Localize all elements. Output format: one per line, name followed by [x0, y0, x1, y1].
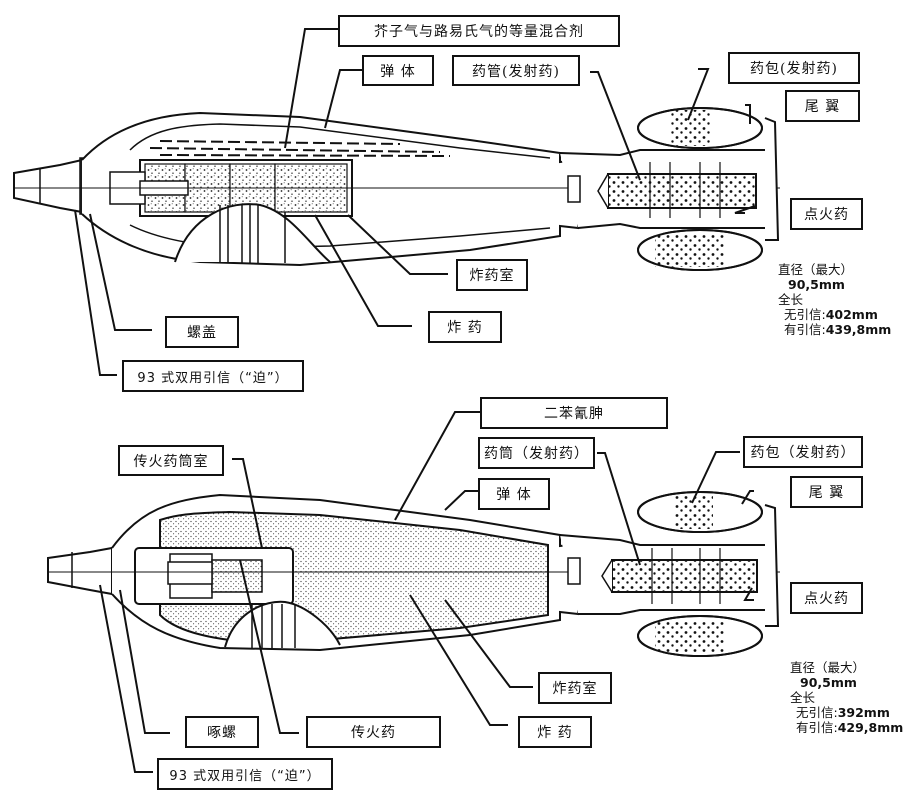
spec-without-fuze-value: 392mm	[837, 705, 890, 720]
spec-diameter-value-top: 90,5mm	[778, 277, 891, 292]
label-igniter-top: 点火药	[790, 198, 863, 230]
specs-bottom: 直径（最大） 90,5mm 全长 无引信:392mm 有引信:429,8mm	[790, 660, 903, 735]
propellant-tube-top	[607, 173, 757, 209]
spec-with-fuze-label: 有引信:	[784, 322, 826, 337]
label-burster-charge-bottom: 炸 药	[518, 716, 592, 748]
label-burster-chamber-bottom: 炸药室	[538, 672, 612, 704]
label-propellant-tube-top: 药管(发射药)	[452, 55, 580, 86]
label-booster-bottom: 传火药	[306, 716, 441, 748]
spec-length-label-bottom: 全长	[790, 690, 816, 705]
spec-with-fuze-value: 429,8mm	[837, 720, 904, 735]
spec-with-fuze-bottom: 有引信:429,8mm	[790, 720, 903, 735]
shell-bottom-cross-section	[47, 491, 780, 657]
label-burster-charge-top: 炸 药	[428, 311, 502, 343]
spec-diameter-label-top: 直径（最大）	[778, 262, 854, 277]
leader-lines	[74, 28, 756, 773]
label-burster-chamber-top: 炸药室	[456, 259, 528, 291]
spec-without-fuze-value: 402mm	[825, 307, 878, 322]
spec-with-fuze-top: 有引信:439,8mm	[778, 322, 891, 337]
propellant-tube-bottom	[611, 559, 758, 593]
label-shell-body-bottom: 弹 体	[478, 478, 550, 510]
specs-top: 直径（最大） 90,5mm 全长 无引信:402mm 有引信:439,8mm	[778, 262, 891, 337]
label-agent-fill-bottom: 二苯氰胂	[480, 397, 668, 429]
spec-diameter-value: 90,5mm	[788, 277, 845, 292]
label-screw-cap-top: 螺盖	[165, 316, 239, 348]
spec-without-fuze-label: 无引信:	[796, 705, 838, 720]
shell-top-cross-section	[13, 107, 780, 271]
fuze-nose-top	[13, 158, 83, 214]
label-propellant-bag-bottom: 药包（发射药）	[743, 436, 863, 468]
spec-without-fuze-top: 无引信:402mm	[778, 307, 891, 322]
tail-fin-bottom	[764, 504, 780, 627]
spec-diameter-value: 90,5mm	[800, 675, 857, 690]
spec-without-fuze-bottom: 无引信:392mm	[790, 705, 903, 720]
label-fuze-bottom: 93 式双用引信（“迫”）	[157, 758, 333, 790]
spec-diameter-value-bottom: 90,5mm	[790, 675, 903, 690]
label-fuze-top: 93 式双用引信（“迫”）	[122, 360, 304, 392]
label-propellant-bag-top: 药包(发射药)	[728, 52, 860, 84]
tail-fin-top	[764, 117, 780, 241]
label-igniter-bottom: 点火药	[790, 582, 863, 614]
spec-with-fuze-label: 有引信:	[796, 720, 838, 735]
spec-with-fuze-value: 439,8mm	[825, 322, 892, 337]
spec-diameter-label-bottom: 直径（最大）	[790, 660, 866, 675]
spec-length-label-top: 全长	[778, 292, 804, 307]
label-agent-fill-top: 芥子气与路易氏气的等量混合剂	[338, 15, 620, 47]
label-tail-fin-bottom: 尾 翼	[790, 476, 863, 508]
label-shell-body-top: 弹 体	[362, 55, 434, 86]
fuze-nose-bottom	[47, 546, 113, 596]
label-propellant-tube-bottom: 药筒（发射药）	[478, 437, 595, 469]
label-booster-well-bottom: 传火药筒室	[118, 445, 224, 476]
spec-without-fuze-label: 无引信:	[784, 307, 826, 322]
label-tail-fin-top: 尾 翼	[785, 90, 860, 122]
label-primer-screw-bottom: 啄螺	[185, 716, 259, 748]
